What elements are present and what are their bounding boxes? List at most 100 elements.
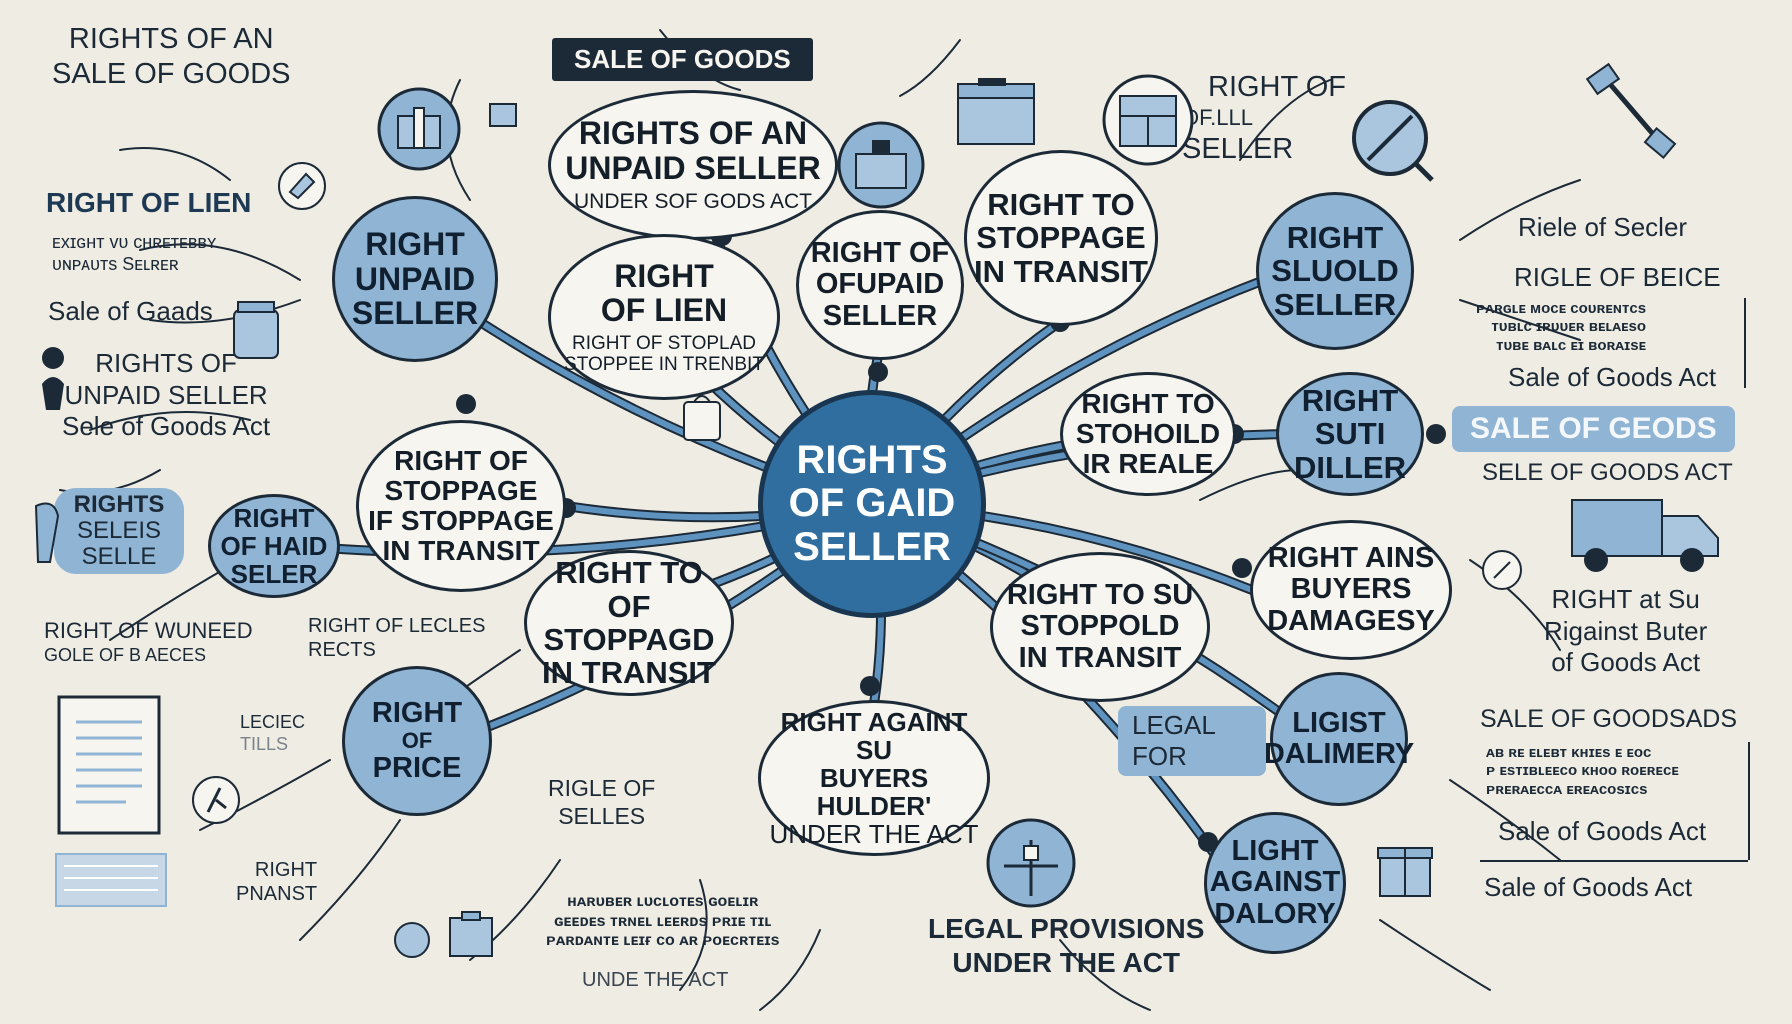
- compass-icon: [1482, 550, 1522, 590]
- bubble-line: UNPAID SELLER: [565, 149, 821, 186]
- bubble-line: BUYERS: [1290, 573, 1412, 606]
- box-ribbon-icon: [837, 121, 925, 209]
- bubble-right-sluold-seller: RIGHT SLUOLD SELLER: [1256, 192, 1414, 350]
- note-line: of Goods Act: [1551, 647, 1701, 678]
- box-icon: [377, 87, 461, 171]
- note-line: SALE OF GOODS: [52, 58, 291, 91]
- note-rigle-seles: RIGLE OF SELLES: [548, 774, 655, 830]
- note-line: ʜᴀʀᴜʙᴇʀ ʟᴜᴄʟᴏᴛᴇs ɢᴏᴇʟɪʀ: [567, 893, 759, 910]
- bubble-line: RIGHT: [1301, 382, 1399, 418]
- bubble-rights-seleis-selle: RIGHTS SELEIS SELLE: [54, 488, 184, 574]
- note-line: RIGHT: [254, 859, 318, 881]
- note-line: LEGAL PROVISIONS: [928, 913, 1205, 944]
- tag-icon: [278, 162, 326, 210]
- magnifier-icon: [1352, 100, 1434, 182]
- branch-line: [899, 39, 961, 97]
- branch-line: [1199, 469, 1301, 501]
- legal-pill-line: LEGAL: [1132, 710, 1216, 740]
- bubble-right-to-su-stoppold: RIGHT TO SU STOPPOLD IN TRANSIT: [990, 552, 1210, 702]
- branch-line: [1379, 919, 1491, 991]
- bubble-line: RIGHT TO: [987, 186, 1135, 222]
- bubble-line: SELLER: [1273, 286, 1397, 322]
- bubble-line: OF HAID: [220, 530, 328, 561]
- note-leciec: LECIEC TILLS: [240, 712, 305, 756]
- bin-icon: [449, 911, 493, 957]
- right-pill: SALE OF GEODS: [1452, 406, 1735, 452]
- note-line: ᴛᴜʙʟᴄ ɪʀᴜᴜᴇʀ ʙᴇʟᴀᴇsᴏ: [1491, 318, 1647, 336]
- note-line: ᴀʙ ʀᴇ ᴇʟᴇʙᴛ ᴋʜɪᴇs ᴇ ᴇᴏᴄ: [1486, 744, 1652, 761]
- branch-line: [149, 299, 301, 324]
- note-line: ᴘ ᴇsᴛɪʙʟᴇᴇᴄᴏ ᴋʜᴏᴏ ʀᴏᴇʀᴇᴄᴇ: [1486, 762, 1679, 780]
- bubble-right-unpaid-seller: RIGHT UNPAID SELLER: [332, 196, 498, 362]
- note-line: ᴜɴᴘᴀᴜᴛs Sᴇʟʀᴇʀ: [52, 253, 179, 274]
- circle-icon: [394, 922, 430, 958]
- legal-pill: LEGAL FOR: [1118, 706, 1266, 777]
- bubble-right-of-ofupaid-seller: RIGHT OF OFUPAID SELLER: [796, 210, 964, 360]
- person-icon: [42, 347, 64, 410]
- note-line: SELLER: [1182, 133, 1294, 166]
- bubble-ligist-dalimery: LIGIST DALIMERY: [1264, 672, 1414, 806]
- gavel-icon: [1585, 62, 1677, 160]
- center-node: RIGHTS OF GAID SELLER: [758, 390, 986, 618]
- bubble-line: RIGHT: [614, 257, 714, 294]
- bubble-line: UNPAID: [354, 260, 476, 297]
- scale-icon: [986, 818, 1076, 908]
- note-pnanst: RIGHT PNANST: [236, 858, 317, 907]
- gift-icon: [1377, 847, 1433, 897]
- bubble-line: OFUPAID: [815, 268, 945, 301]
- note-right-at: RIGHT at Su Rigainst Buter of Goods Act: [1544, 584, 1707, 679]
- legal-pill-line: FOR: [1132, 741, 1187, 772]
- note-right-of-seller: RIGHT OF OF.LLL SELLER: [1182, 70, 1346, 168]
- bubble-line: STOPPOLD: [1020, 610, 1180, 643]
- bubble-line: IN TRANSIT: [974, 253, 1148, 289]
- note-line: SELLES: [558, 803, 646, 830]
- junction-dot: [860, 676, 880, 696]
- bubble-line: DAMAGESY: [1267, 604, 1435, 637]
- bubble-line: SELEIS: [76, 517, 162, 545]
- note-line: GOLE OF B AECES: [44, 644, 207, 665]
- note-line: RIGHT OF WUNEED: [44, 618, 253, 643]
- bubble-line: RIGHT: [1286, 219, 1384, 255]
- bubble-line: UNDER THE ACT: [769, 819, 979, 850]
- bubble-line: DALIMERY: [1263, 738, 1415, 770]
- branch-line: [1449, 779, 1561, 861]
- bag-icon: [683, 395, 721, 441]
- bubble-line: RIGHTS: [73, 491, 165, 519]
- note-line: ᴇxɪɢʜᴛ ᴠᴜ ᴄʜʀᴇᴛᴇʙʙʏ: [52, 232, 217, 252]
- package-icon: [957, 78, 1035, 145]
- note-line: RECTS: [308, 639, 376, 662]
- note-line: Rigainst Buter: [1544, 615, 1708, 646]
- junction-dot: [1232, 558, 1252, 578]
- top-banner: SALE OF GOODS: [552, 38, 813, 81]
- bubble-line: SELLE: [81, 542, 157, 570]
- bubble-right-of-price: RIGHT OF PRICE: [342, 666, 492, 816]
- bubble-line: RIGHTS OF AN: [578, 115, 808, 152]
- bubble-line: IF STOPPAGE: [368, 505, 554, 536]
- bubble-line: STOPPAGE: [976, 220, 1146, 256]
- bubble-line: OF STOPPAGD: [543, 588, 715, 657]
- note-top-left: RIGHTS OF AN SALE OF GOODS: [52, 22, 291, 93]
- note-riele: Riele of Secler: [1518, 212, 1688, 242]
- bubble-line: OF: [401, 728, 433, 754]
- bubble-line: STOPPAGE: [384, 474, 538, 506]
- runner-icon: [192, 776, 240, 824]
- bubble-right-of-haid-seler: RIGHT OF HAID SELER: [208, 494, 340, 598]
- branch-line: [1459, 299, 1581, 341]
- bubble-line: AGAINST: [1209, 866, 1341, 899]
- note-rights-unpaid: RIGHTS OF UNPAID SELLER Sele of Goods Ac…: [62, 348, 270, 443]
- hand-icon: [34, 502, 60, 563]
- bubble-line: SELLER: [822, 299, 938, 332]
- note-line: ᴘᴀʀᴅᴀɴᴛᴇ ʟᴇɪғ ᴄᴏ ᴀʀ ᴘᴏᴇᴄʀᴛᴇɪs: [546, 932, 780, 950]
- bubble-line: STOHOILD: [1075, 417, 1221, 449]
- bubble-right-suti-diller: RIGHT SUTI DILLER: [1276, 372, 1424, 496]
- bracket-line: [1748, 742, 1750, 860]
- note-line: ᴘʀᴇʀᴀᴇᴄᴄᴀ ᴇʀᴇᴀᴄᴏsɪᴄs: [1486, 780, 1648, 798]
- branch-line: [1239, 79, 1331, 161]
- note-line: RIGHTS OF: [95, 348, 237, 378]
- branch-line: [119, 147, 231, 181]
- note-under-small: ʜᴀʀᴜʙᴇʀ ʟᴜᴄʟᴏᴛᴇs ɢᴏᴇʟɪʀ ɢᴇᴇᴅᴇs ᴛʀɴᴇʟ ʟᴇᴇ…: [546, 892, 780, 951]
- bubble-right-to-of-stoppagd: RIGHT TO OF STOPPAGD IN TRANSIT: [524, 550, 734, 696]
- note-sog-act2: Sale of Goods Act: [1498, 816, 1707, 846]
- branch-line: [759, 929, 821, 1011]
- center-line-2: OF GAID: [788, 481, 956, 526]
